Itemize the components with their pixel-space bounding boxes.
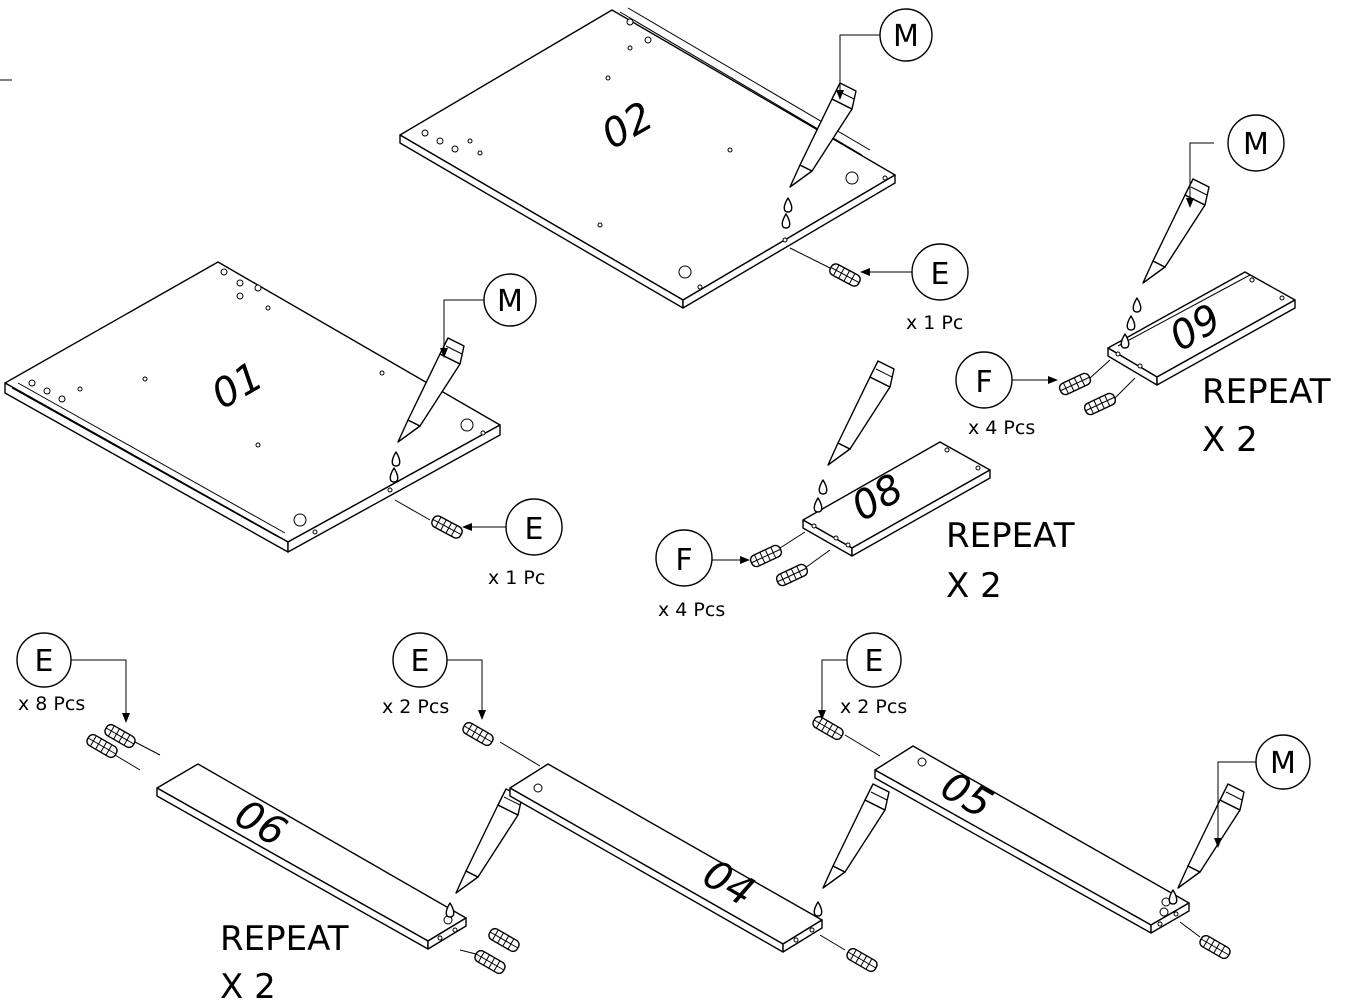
callout-letter: M bbox=[497, 284, 523, 319]
panel-02: 02 bbox=[399, 7, 896, 309]
hardware-callout-m bbox=[879, 8, 933, 62]
glue-tube-icon bbox=[455, 788, 523, 894]
glue-drop-icon bbox=[813, 901, 823, 917]
callout-letter: E bbox=[35, 644, 54, 679]
quantity-label: x 8 Pcs bbox=[18, 693, 85, 715]
quantity-label: x 1 Pc bbox=[488, 567, 545, 589]
panel-04: 04 bbox=[509, 763, 823, 953]
repeat-count: X 2 bbox=[1202, 420, 1258, 460]
leader-line bbox=[70, 659, 127, 715]
glue-tube-icon bbox=[1177, 783, 1245, 889]
leader-line bbox=[446, 659, 483, 712]
quantity-label: x 1 Pc bbox=[906, 312, 963, 334]
dowel-icon bbox=[1082, 391, 1118, 417]
callout-letter: F bbox=[975, 365, 992, 400]
dowel-icon bbox=[486, 926, 522, 954]
callout-letter: E bbox=[931, 257, 950, 292]
hardware-callout-f bbox=[655, 529, 713, 587]
dowel-icon bbox=[460, 720, 496, 748]
hardware-callout-e bbox=[505, 498, 563, 556]
repeat-count: X 2 bbox=[220, 967, 276, 1007]
dowel-icon bbox=[748, 543, 784, 569]
leader-line bbox=[821, 659, 848, 712]
glue-tube-icon bbox=[827, 360, 895, 466]
leader-line bbox=[1217, 761, 1256, 840]
callout-letter: M bbox=[1243, 127, 1269, 162]
hardware-callout-e bbox=[846, 632, 902, 688]
panel-06: 06 bbox=[156, 763, 467, 950]
dowel-icon bbox=[827, 261, 863, 289]
hardware-callout-e bbox=[392, 632, 448, 688]
repeat-count: X 2 bbox=[946, 566, 1002, 606]
quantity-label: x 4 Pcs bbox=[658, 599, 725, 621]
dowel-icon bbox=[1197, 933, 1233, 961]
callout-letter: M bbox=[1270, 746, 1296, 781]
panel-01: 01 bbox=[4, 261, 501, 553]
dowel-icon bbox=[810, 714, 846, 742]
hardware-callout-m bbox=[1255, 734, 1311, 790]
hardware-callout-m bbox=[483, 273, 537, 327]
repeat-label: REPEAT bbox=[1202, 372, 1331, 412]
callout-letter: E bbox=[525, 512, 544, 547]
quantity-label: x 2 Pcs bbox=[382, 696, 449, 718]
callout-letter: F bbox=[675, 543, 692, 578]
repeat-label: REPEAT bbox=[220, 919, 349, 959]
leader-line bbox=[443, 299, 484, 350]
dowel-icon bbox=[472, 948, 508, 976]
hardware-callout-m bbox=[1227, 114, 1285, 172]
quantity-label: x 4 Pcs bbox=[968, 417, 1035, 439]
panel-09: 09 bbox=[1107, 271, 1296, 386]
hardware-callout-e bbox=[16, 632, 72, 688]
leader-line bbox=[1189, 142, 1214, 200]
leader-line bbox=[839, 34, 880, 92]
callout-letter: M bbox=[893, 19, 919, 54]
repeat-label: REPEAT bbox=[946, 516, 1075, 556]
callout-letter: E bbox=[411, 644, 430, 679]
hardware-callout-e bbox=[911, 243, 969, 301]
dowel-icon bbox=[844, 946, 880, 974]
quantity-label: x 2 Pcs bbox=[840, 696, 907, 718]
glue-drop-icon bbox=[445, 902, 455, 918]
callout-letter: E bbox=[865, 644, 884, 679]
hardware-callout-f bbox=[955, 351, 1013, 409]
dowel-icon bbox=[1057, 371, 1093, 397]
glue-tube-icon bbox=[822, 783, 890, 889]
panel-05: 05 bbox=[874, 745, 1190, 934]
glue-tube-icon bbox=[1142, 178, 1210, 284]
dowel-icon bbox=[429, 513, 465, 541]
dowel-icon bbox=[774, 562, 810, 588]
